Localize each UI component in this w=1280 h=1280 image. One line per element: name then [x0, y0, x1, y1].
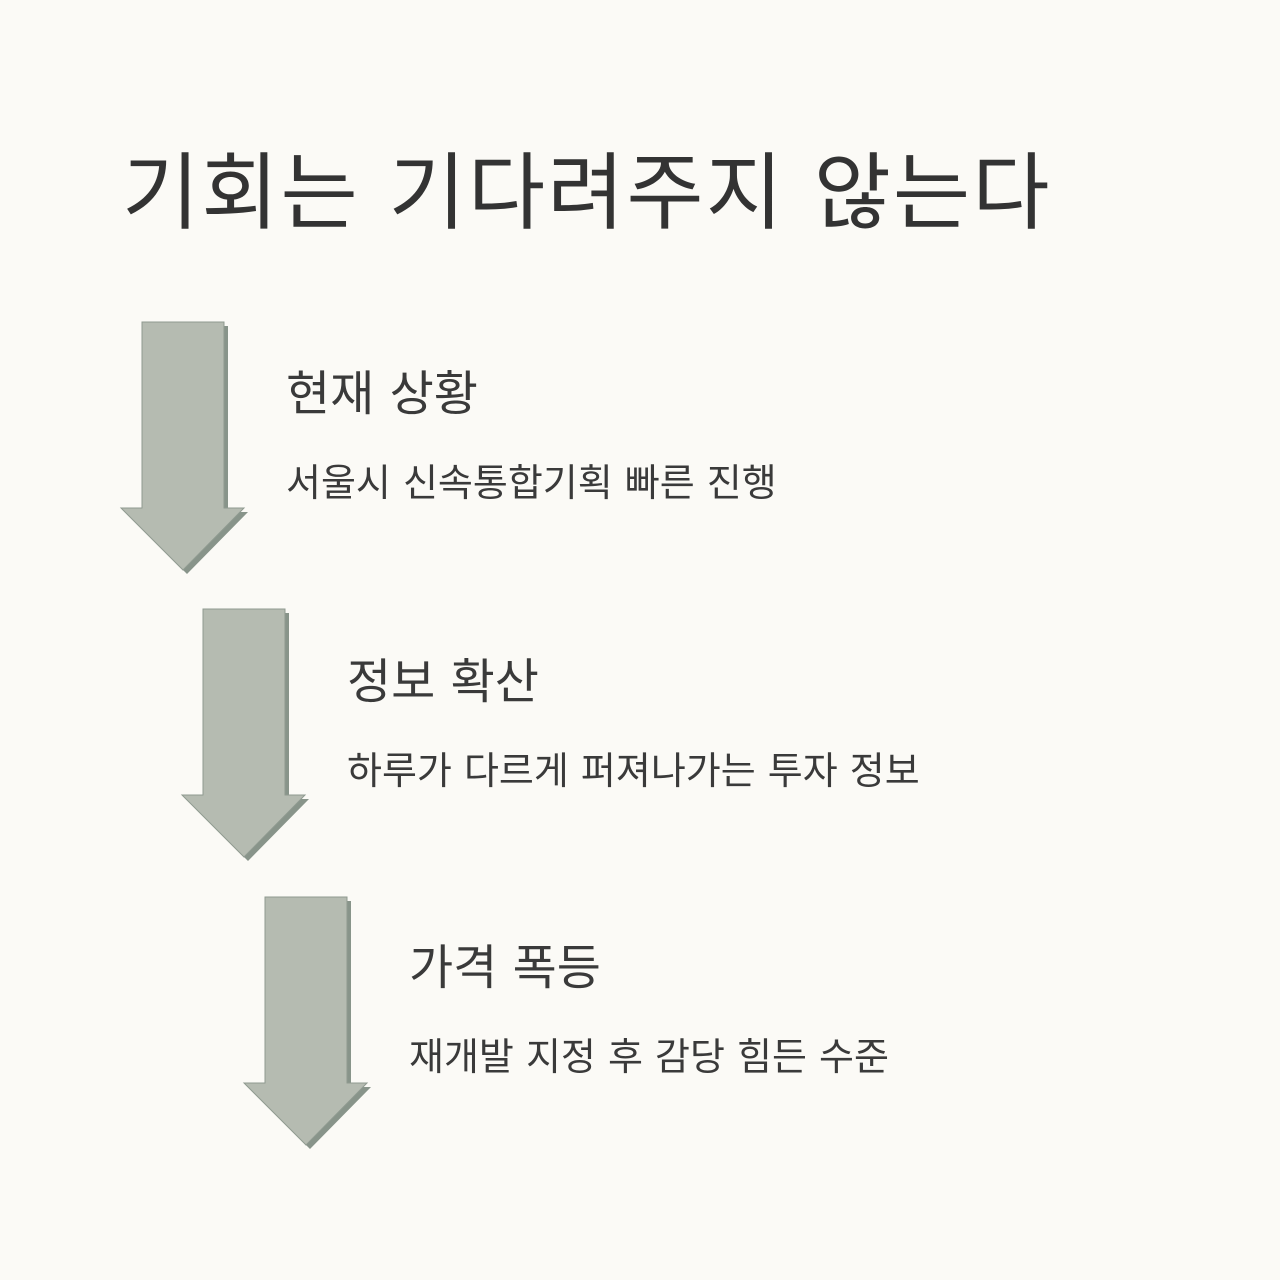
- step-heading: 가격 폭등: [409, 940, 601, 996]
- arrow-down-icon: [180, 608, 309, 861]
- step-description: 재개발 지정 후 감당 힘든 수준: [409, 1035, 889, 1079]
- step-description: 하루가 다르게 퍼져나가는 투자 정보: [347, 749, 920, 793]
- step-heading: 정보 확산: [347, 654, 539, 710]
- arrow-down-icon: [119, 321, 248, 574]
- step-heading: 현재 상황: [286, 366, 478, 422]
- arrow-down-icon: [242, 896, 371, 1149]
- step-description: 서울시 신속통합기획 빠른 진행: [286, 461, 777, 505]
- page-title: 기회는 기다려주지 않는다: [122, 144, 1052, 242]
